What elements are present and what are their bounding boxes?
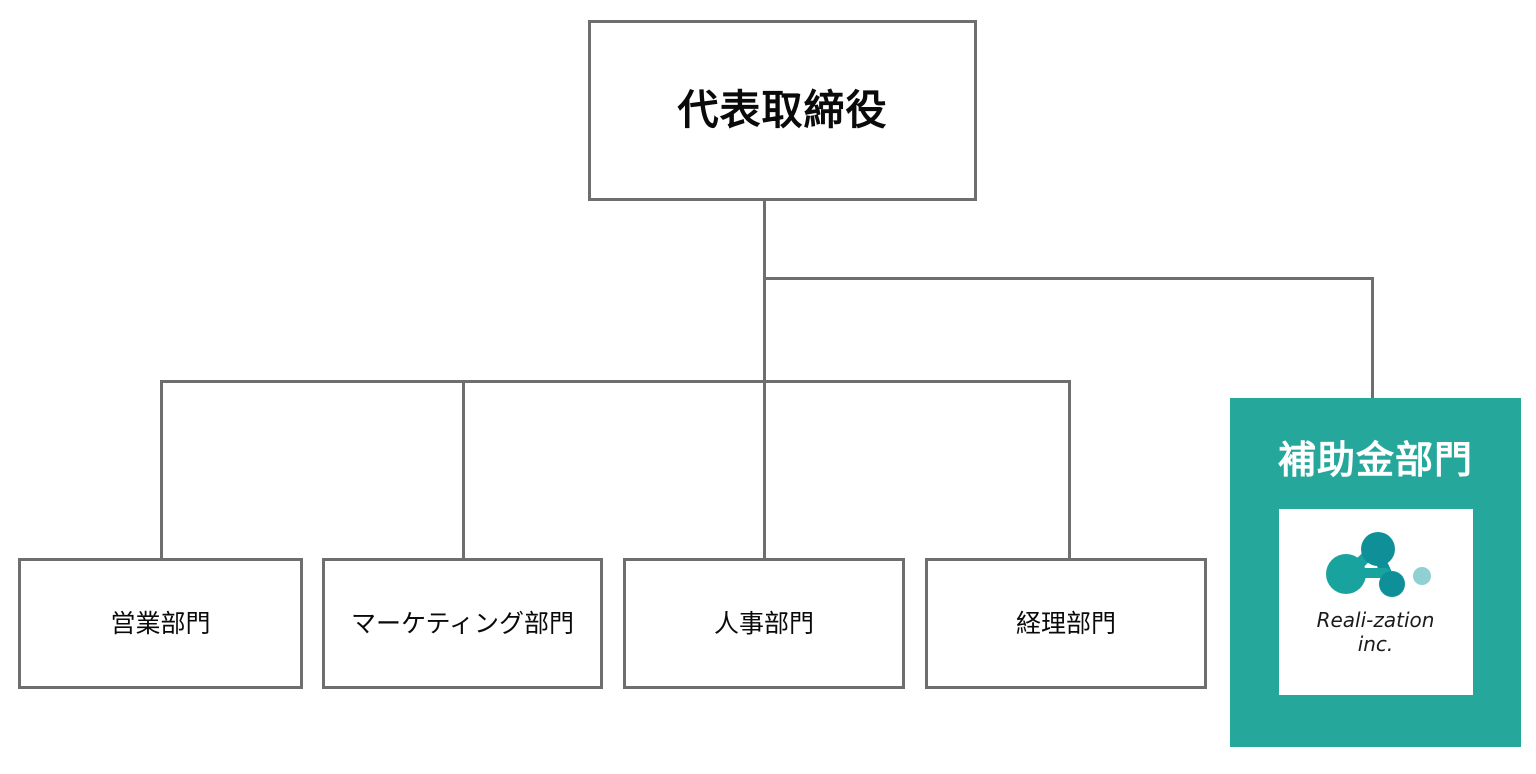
org-node-hr-label: 人事部門 <box>713 609 814 638</box>
company-wordmark-line2: inc. <box>1357 631 1394 656</box>
org-node-sales-label: 営業部門 <box>110 609 211 638</box>
connector-drop-marketing <box>462 380 465 558</box>
connector-trunk-lower <box>763 280 766 383</box>
connector-sibling-bar <box>160 380 1071 383</box>
company-wordmark: Reali-zation inc. <box>1316 608 1435 656</box>
connector-drop-hr <box>763 380 766 558</box>
org-node-root[interactable]: 代表取締役 <box>588 20 977 201</box>
company-wordmark-line1: Reali-zation <box>1316 608 1435 632</box>
org-node-hr[interactable]: 人事部門 <box>623 558 905 689</box>
org-node-marketing[interactable]: マーケティング部門 <box>322 558 603 689</box>
org-node-accounting[interactable]: 経理部門 <box>925 558 1207 689</box>
connector-branch-to-subsidy <box>763 277 1374 280</box>
connector-root-trunk <box>763 200 766 280</box>
org-node-subsidy[interactable]: 補助金部門 Reali-zation inc. <box>1230 398 1521 747</box>
org-node-subsidy-label: 補助金部門 <box>1277 440 1473 482</box>
connector-drop-sales <box>160 380 163 558</box>
org-node-marketing-label: マーケティング部門 <box>350 609 574 638</box>
company-logo-card: Reali-zation inc. <box>1278 509 1473 695</box>
molecule-nodes-logo-icon <box>1325 532 1431 597</box>
connector-drop-subsidy <box>1371 277 1374 398</box>
org-node-root-label: 代表取締役 <box>677 86 888 133</box>
connector-drop-accounting <box>1068 380 1071 558</box>
org-node-accounting-label: 経理部門 <box>1015 609 1116 638</box>
org-node-sales[interactable]: 営業部門 <box>18 558 303 689</box>
